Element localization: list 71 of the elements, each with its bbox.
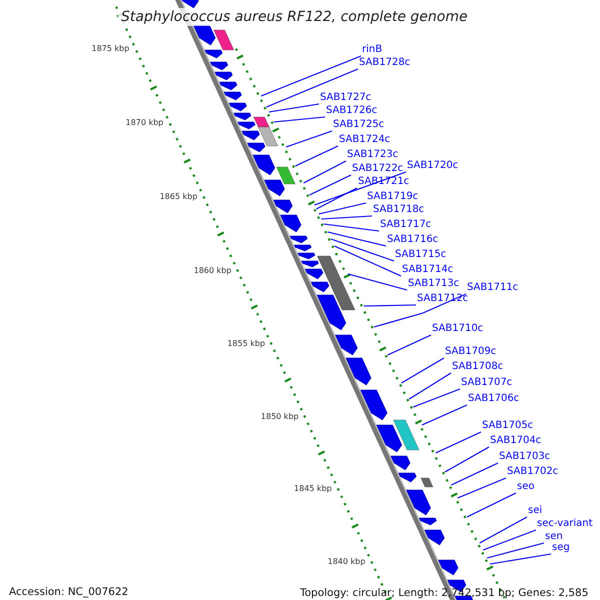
gene-label: SAB1719c bbox=[367, 190, 418, 203]
leader-line bbox=[387, 334, 432, 356]
gene-label: SAB1708c bbox=[452, 360, 504, 373]
scale-label: 1870 kbp bbox=[126, 118, 164, 128]
leader-line bbox=[457, 478, 506, 498]
footer-text: Accession: NC_007622 bbox=[9, 585, 128, 600]
gene-label: SAB1724c bbox=[339, 133, 390, 146]
leader-line bbox=[303, 160, 346, 184]
gene-label: SAB1726c bbox=[326, 104, 378, 117]
leader-line bbox=[321, 215, 372, 220]
gene-label: SAB1717c bbox=[380, 218, 432, 231]
gene-label: SAB1703c bbox=[499, 450, 550, 463]
leader-line bbox=[422, 404, 468, 426]
leader-line bbox=[348, 273, 408, 291]
gene-label: SAB1718c bbox=[373, 203, 424, 216]
leader-line bbox=[486, 542, 544, 559]
gene-label: sec-variant bbox=[537, 517, 593, 530]
gene-label: seo bbox=[517, 480, 534, 493]
leader-line bbox=[435, 432, 482, 454]
leader-line bbox=[408, 372, 452, 400]
leader-line bbox=[268, 103, 320, 113]
leader-line bbox=[364, 304, 416, 307]
scale-label: 1845 kbp bbox=[294, 484, 332, 494]
gene-label: SAB1723c bbox=[347, 148, 398, 161]
leader-line bbox=[316, 188, 358, 210]
leader-line bbox=[466, 492, 516, 518]
leader-line bbox=[334, 246, 402, 276]
leader-line bbox=[266, 68, 358, 108]
gene-label: SAB1716c bbox=[387, 233, 438, 246]
scale-label: 1840 kbp bbox=[328, 557, 366, 567]
leader-line bbox=[482, 529, 536, 551]
gene-label: SAB1722c bbox=[352, 162, 404, 175]
leader-line bbox=[479, 516, 528, 544]
scale-label: 1855 kbp bbox=[227, 339, 266, 349]
leader-line bbox=[274, 116, 326, 123]
gene-label: SAB1715c bbox=[395, 248, 446, 261]
gene-label: SAB1704c bbox=[490, 434, 542, 447]
leader-line bbox=[451, 462, 498, 486]
gene-label: SAB1725c bbox=[333, 118, 384, 131]
leader-line bbox=[444, 446, 490, 472]
gene-label: SAB1710c bbox=[432, 322, 484, 335]
gene-label: SAB1707c bbox=[461, 376, 512, 389]
gene-label: sei bbox=[528, 504, 542, 517]
leader-line bbox=[412, 388, 460, 408]
leader-line bbox=[327, 231, 386, 247]
gene-label: SAB1709c bbox=[445, 345, 496, 358]
gene-label: SAB1706c bbox=[468, 392, 520, 405]
gene-label: SAB1705c bbox=[482, 419, 534, 432]
scale-label: 1850 kbp bbox=[260, 412, 299, 422]
leader-line bbox=[324, 223, 380, 232]
leader-line bbox=[309, 174, 352, 196]
gene-label: SAB1727c bbox=[320, 91, 372, 104]
gene-label: SAB1714c bbox=[402, 263, 454, 276]
gene-label: seg bbox=[552, 541, 570, 554]
gene-label: SAB1702c bbox=[507, 465, 558, 478]
scale-label: 1860 kbp bbox=[194, 266, 232, 276]
gene-label: SAB1720c bbox=[407, 159, 458, 172]
leader-line bbox=[490, 553, 552, 565]
gene-label: SAB1713c bbox=[408, 277, 460, 290]
gene-label: sen bbox=[545, 530, 563, 543]
leader-line bbox=[318, 202, 366, 215]
leader-line bbox=[401, 358, 444, 384]
scale-label: 1875 kbp bbox=[92, 44, 130, 54]
leader-line bbox=[295, 146, 338, 166]
scale-label: 1865 kbp bbox=[160, 192, 198, 202]
leader-line bbox=[260, 55, 362, 97]
leader-line bbox=[286, 130, 332, 148]
gene-label: SAB1711c bbox=[467, 281, 518, 294]
leader-line bbox=[330, 238, 394, 262]
gene-label: rinB bbox=[362, 43, 382, 56]
gene-label: SAB1728c bbox=[359, 56, 410, 69]
